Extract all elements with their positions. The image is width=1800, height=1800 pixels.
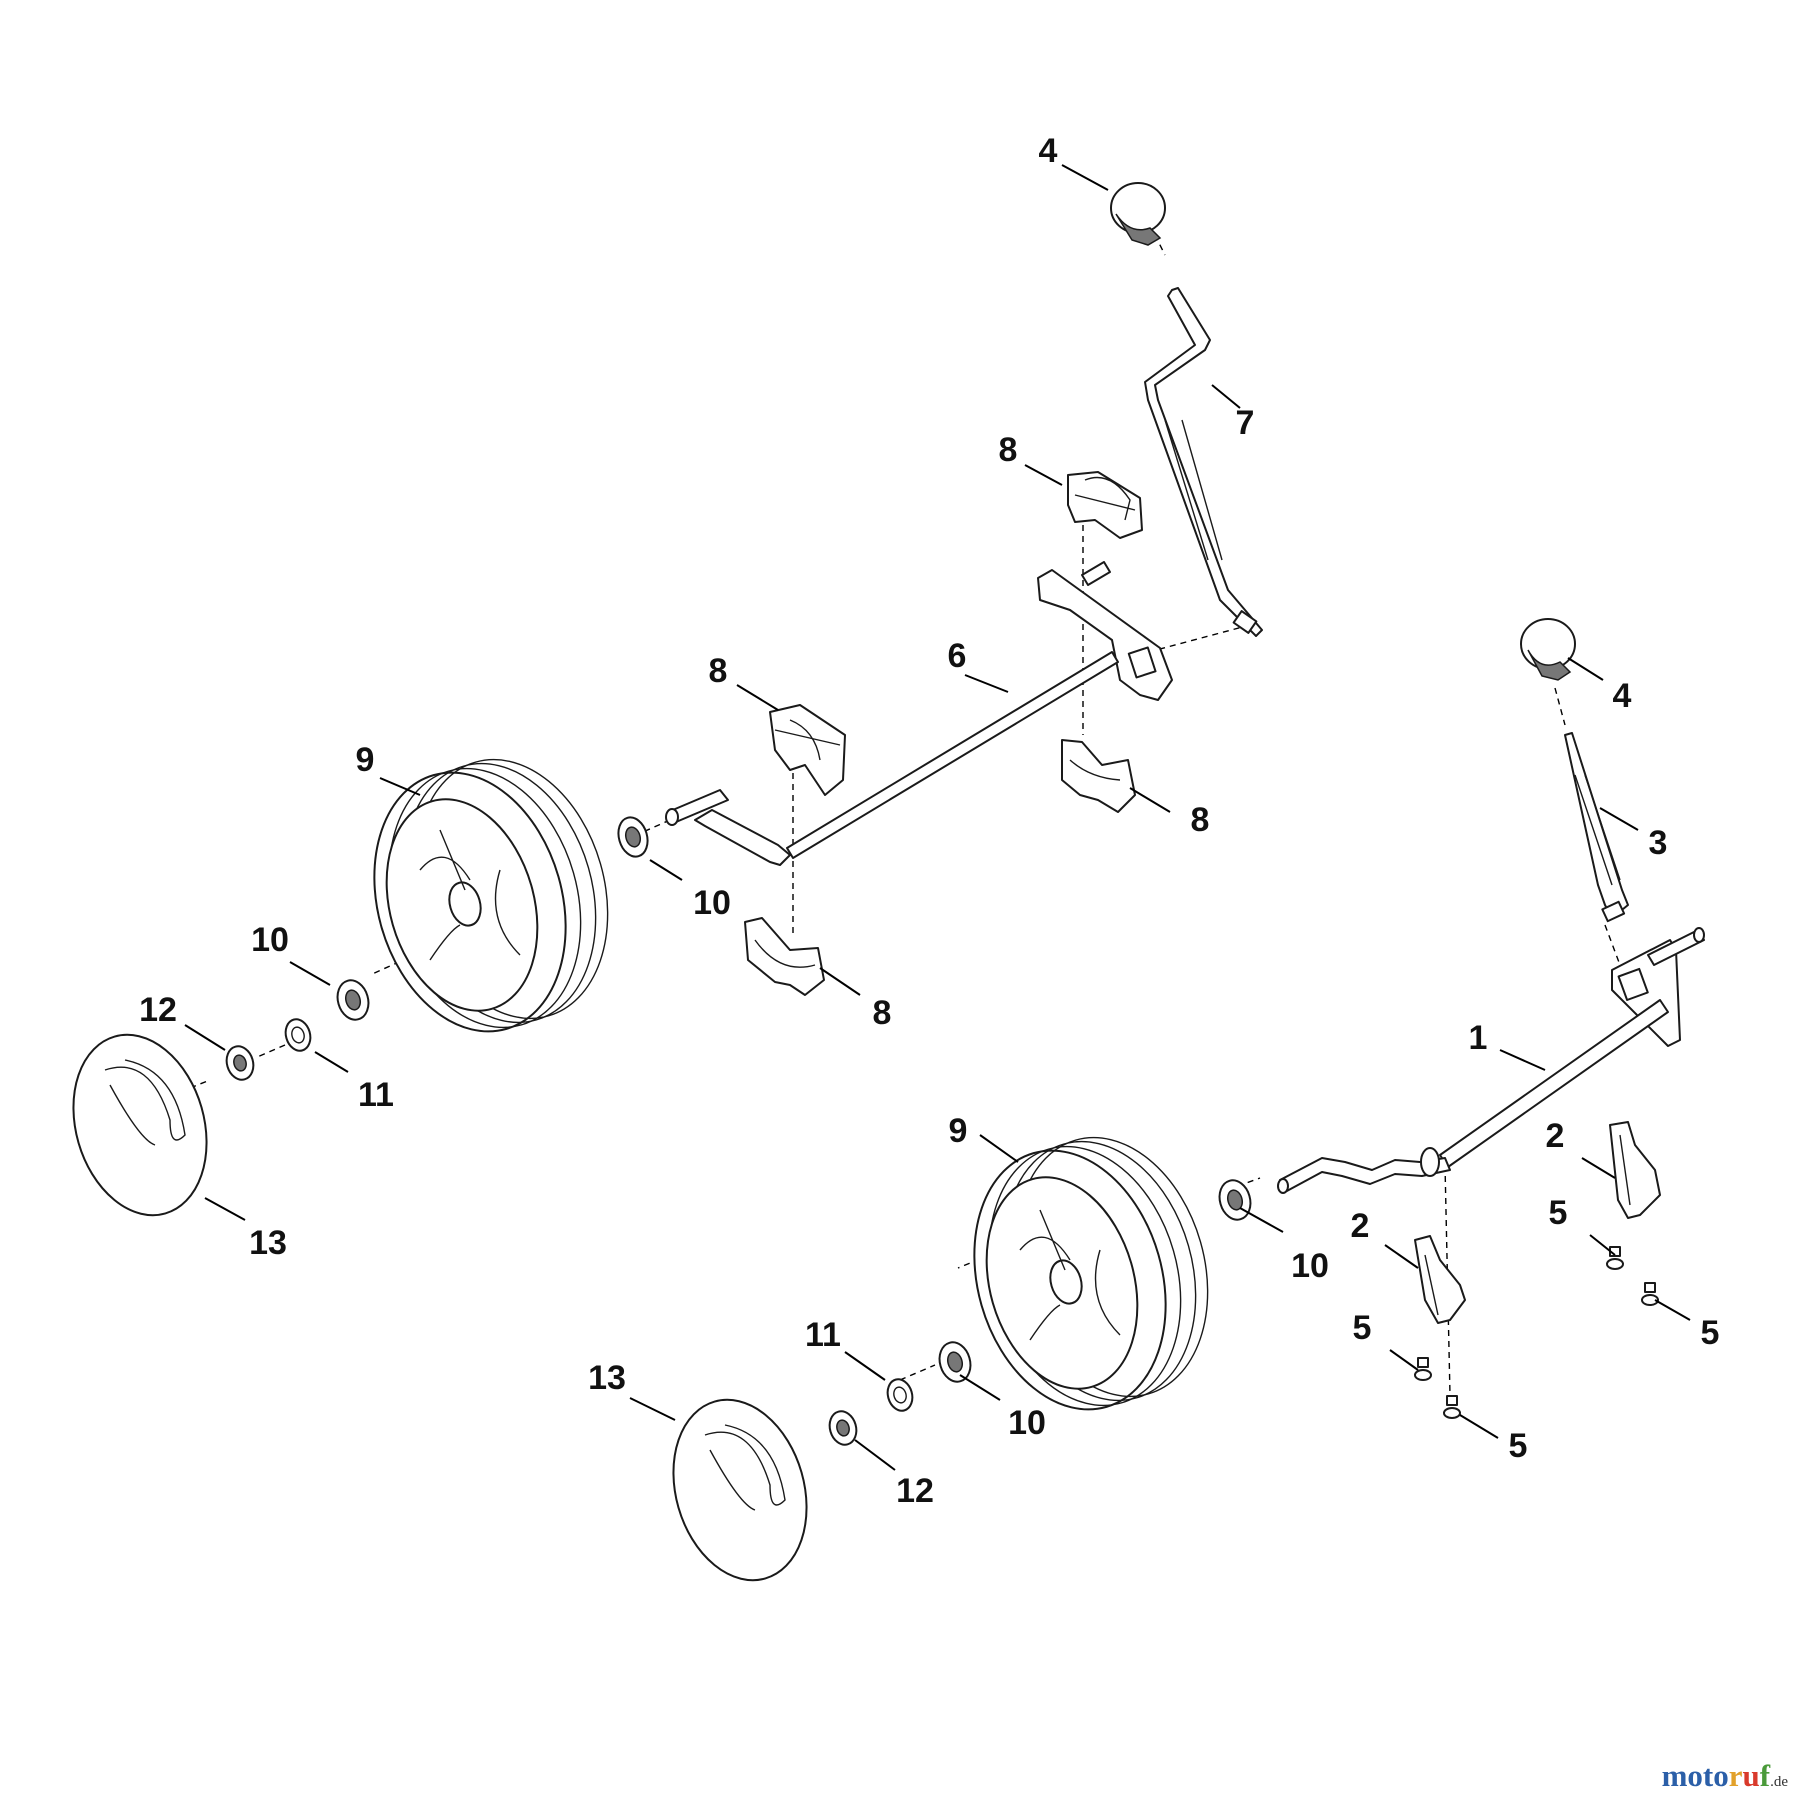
callout-10: 10 (251, 921, 289, 959)
screw-1 (1606, 1246, 1624, 1270)
callout-4: 4 (1613, 677, 1632, 715)
callout-11: 11 (805, 1316, 841, 1354)
callout-9: 9 (949, 1112, 968, 1150)
hubcap-front (672, 1398, 808, 1582)
brand-watermark: motoruf.de (1662, 1758, 1788, 1794)
leader-lines (184, 164, 1691, 1471)
callout-8: 8 (999, 431, 1018, 469)
callout-8: 8 (709, 652, 728, 690)
screw-4 (1443, 1395, 1461, 1419)
hubcap-rear (72, 1033, 208, 1217)
wheel-front (973, 1136, 1209, 1411)
callout-10: 10 (1008, 1404, 1046, 1442)
callout-4: 4 (1039, 132, 1058, 170)
callout-7: 7 (1236, 404, 1255, 442)
clip-right (1609, 1121, 1661, 1219)
height-lever-lower (1564, 732, 1629, 923)
callout-labels: 1 2 2 3 4 4 5 5 5 5 6 7 8 8 8 8 9 9 10 1… (139, 132, 1719, 1510)
callout-8: 8 (1191, 801, 1210, 839)
bracket-mid-right (1061, 739, 1136, 813)
watermark-letter: o (1713, 1758, 1729, 1793)
callout-12: 12 (139, 991, 177, 1029)
nut-rear (225, 1045, 255, 1081)
knob-lower (1520, 618, 1576, 681)
front-axle (1277, 927, 1705, 1194)
watermark-tld: .de (1770, 1774, 1788, 1790)
bearing-front-inner (1218, 1179, 1252, 1221)
callout-5: 5 (1509, 1427, 1528, 1465)
callout-2: 2 (1351, 1207, 1370, 1245)
washer-rear (284, 1018, 312, 1052)
callout-1: 1 (1469, 1019, 1488, 1057)
watermark-letter: o (1687, 1758, 1703, 1793)
height-lever-upper (1144, 287, 1263, 637)
callout-11: 11 (358, 1076, 394, 1114)
bracket-lower (744, 917, 825, 996)
knob-upper (1110, 182, 1166, 246)
callout-9: 9 (356, 741, 375, 779)
callout-12: 12 (896, 1472, 934, 1510)
bracket-upper-right (1067, 471, 1143, 539)
rear-axle (665, 561, 1173, 866)
callout-8: 8 (873, 994, 892, 1032)
callout-5: 5 (1353, 1309, 1372, 1347)
bracket-upper-left (769, 704, 846, 796)
watermark-letter: t (1702, 1758, 1714, 1793)
watermark-letter: r (1728, 1758, 1743, 1793)
callout-13: 13 (588, 1359, 626, 1397)
callout-10: 10 (1291, 1247, 1329, 1285)
nut-front (828, 1410, 858, 1446)
callout-10: 10 (693, 884, 731, 922)
bearing-front-outer (938, 1341, 972, 1383)
watermark-letter: m (1661, 1758, 1688, 1793)
callout-13: 13 (249, 1224, 287, 1262)
bearing-rear-inner (617, 816, 649, 858)
clip-left (1414, 1235, 1466, 1324)
callout-3: 3 (1649, 824, 1668, 862)
watermark-letter: f (1759, 1758, 1771, 1793)
wheel-rear (373, 758, 609, 1033)
bearing-rear-outer (336, 979, 370, 1021)
watermark-letter: u (1742, 1758, 1760, 1793)
screw-2 (1641, 1282, 1659, 1306)
washer-front (886, 1378, 914, 1412)
callout-5: 5 (1549, 1194, 1568, 1232)
screw-3 (1414, 1357, 1432, 1381)
callout-5: 5 (1701, 1314, 1720, 1352)
callout-6: 6 (948, 637, 967, 675)
callout-2: 2 (1546, 1117, 1565, 1155)
